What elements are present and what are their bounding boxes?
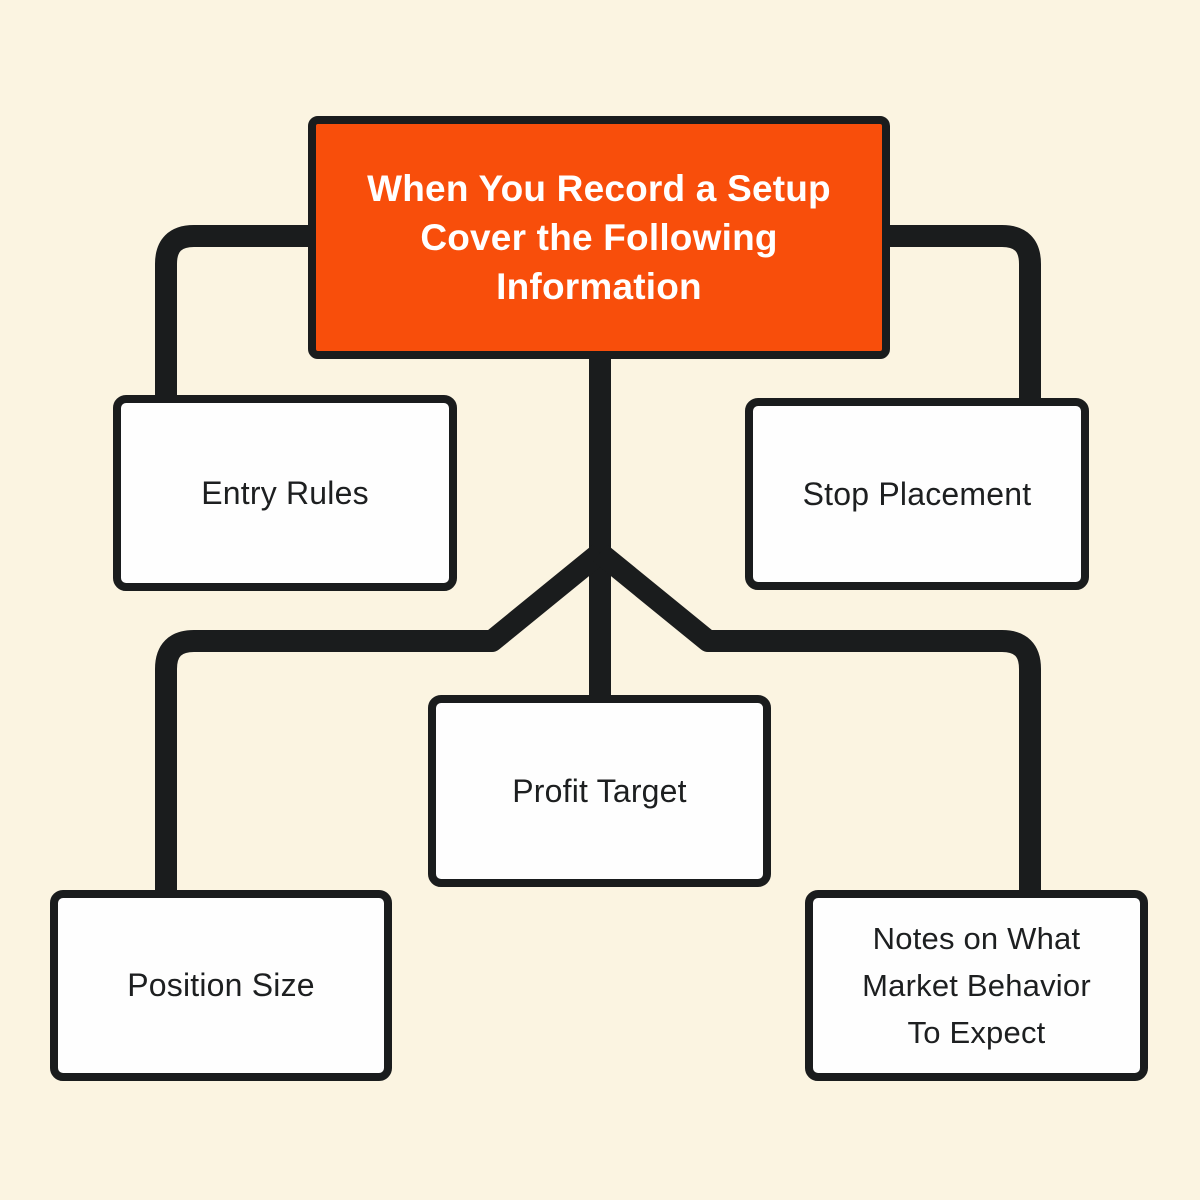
node-stop-placement-label: Stop Placement xyxy=(802,475,1032,512)
node-position-size: Position Size xyxy=(50,890,392,1081)
node-notes-label-line-2: Market Behavior xyxy=(862,968,1091,1003)
root-title-line-3: Information xyxy=(496,266,702,307)
root-title-line-1: When You Record a Setup xyxy=(367,168,831,209)
connector-root-to-stop-placement xyxy=(888,225,1041,408)
node-notes-label-line-1: Notes on What xyxy=(872,921,1081,956)
node-position-size-label: Position Size xyxy=(127,967,315,1003)
node-profit-target-label: Profit Target xyxy=(512,772,687,809)
node-entry-rules-label: Entry Rules xyxy=(201,474,369,511)
connector-root-to-position-size xyxy=(155,544,607,900)
node-entry-rules: Entry Rules xyxy=(113,395,457,591)
node-stop-placement: Stop Placement xyxy=(745,398,1089,590)
connector-root-to-entry-rules xyxy=(155,225,312,405)
root-title-line-2: Cover the Following xyxy=(420,217,778,258)
connector-root-to-notes xyxy=(593,544,1041,900)
node-notes-label-line-3: To Expect xyxy=(907,1015,1046,1050)
root-node-when-you-record-a-setup: When You Record a Setup Cover the Follow… xyxy=(308,116,890,359)
node-profit-target: Profit Target xyxy=(428,695,771,887)
node-notes-on-market-behavior: Notes on What Market Behavior To Expect xyxy=(805,890,1148,1081)
